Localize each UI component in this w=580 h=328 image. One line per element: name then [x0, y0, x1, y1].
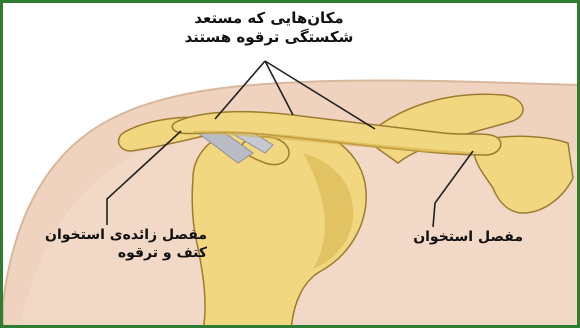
fracture-sites-label-line2: شکستگی ترقوه هستند — [151, 28, 387, 47]
ac-joint-label: مفصل زائده‌ی استخوان کتف و ترقوه — [11, 227, 207, 262]
ac-joint-label-line2: کتف و ترقوه — [11, 245, 207, 263]
sc-joint-label-line1: مفصل استخوان — [383, 229, 523, 247]
fracture-sites-label: مکان‌هایی که مستعد شکستگی ترقوه هستند — [151, 9, 387, 47]
sc-joint-label: مفصل استخوان — [383, 229, 523, 247]
ac-joint-label-line1: مفصل زائده‌ی استخوان — [11, 227, 207, 245]
fracture-sites-label-line1: مکان‌هایی که مستعد — [151, 9, 387, 28]
clavicle-illustration — [3, 3, 580, 328]
